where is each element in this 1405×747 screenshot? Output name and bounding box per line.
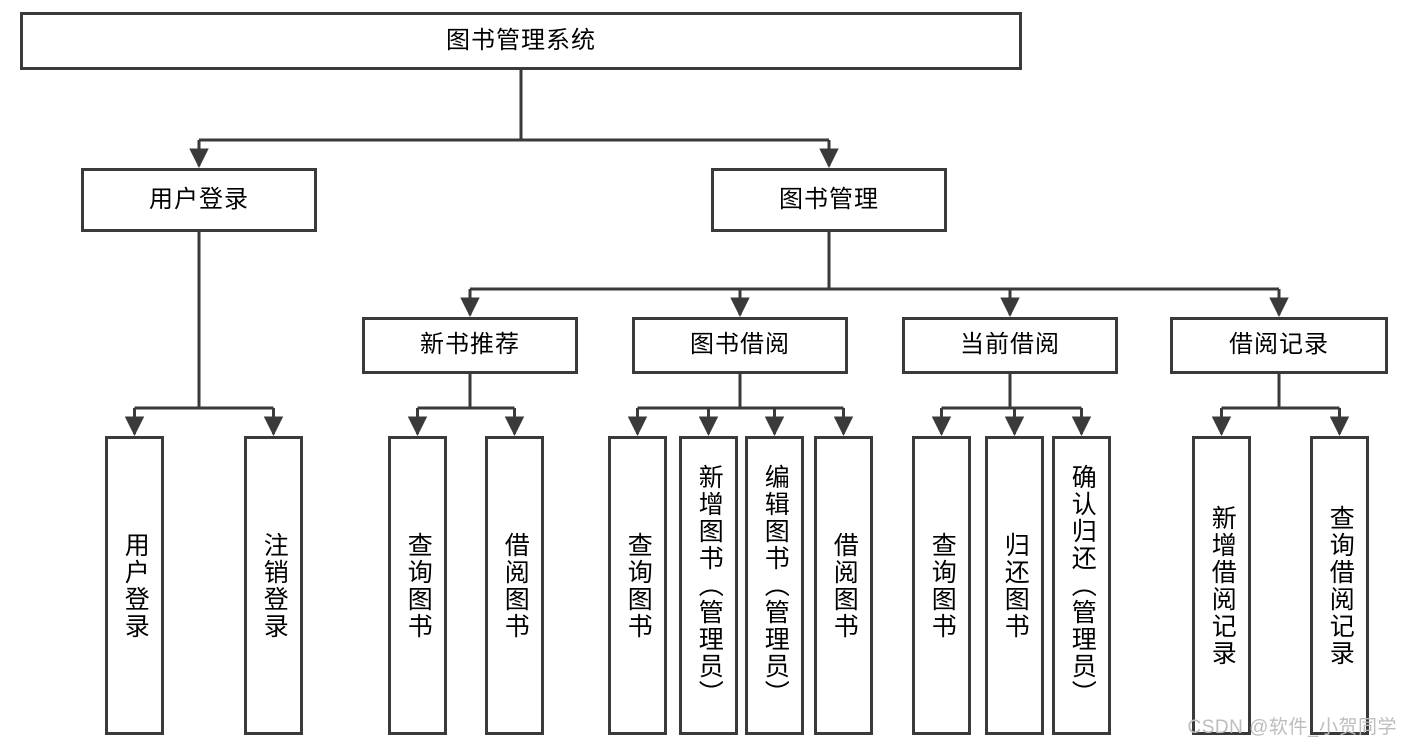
node-leaf-return-book[interactable]: 归还图书 xyxy=(985,436,1044,735)
node-borrow-record-label: 借阅记录 xyxy=(1229,331,1329,359)
node-leaf-add-book[interactable]: 新增图书（管理员） xyxy=(679,436,738,735)
node-leaf-borrow-book-1[interactable]: 借阅图书 xyxy=(485,436,544,735)
node-leaf-logout-label: 注销登录 xyxy=(260,531,289,640)
node-leaf-borrow-book-1-label: 借阅图书 xyxy=(501,531,530,640)
node-leaf-borrow-book-2[interactable]: 借阅图书 xyxy=(814,436,873,735)
node-leaf-query-book-1-label: 查询图书 xyxy=(404,531,433,640)
node-leaf-borrow-book-2-label: 借阅图书 xyxy=(830,531,859,640)
node-book-borrow-label: 图书借阅 xyxy=(690,331,790,359)
node-user-login[interactable]: 用户登录 xyxy=(81,168,317,232)
node-leaf-query-book-2[interactable]: 查询图书 xyxy=(608,436,667,735)
node-leaf-return-book-label: 归还图书 xyxy=(1001,531,1030,640)
node-root[interactable]: 图书管理系统 xyxy=(20,12,1022,70)
node-borrow-record[interactable]: 借阅记录 xyxy=(1170,317,1388,374)
node-book-manage-label: 图书管理 xyxy=(779,185,879,213)
node-leaf-edit-book-label: 编辑图书（管理员） xyxy=(761,464,790,707)
node-book-manage[interactable]: 图书管理 xyxy=(711,168,947,232)
node-leaf-query-book-2-label: 查询图书 xyxy=(624,531,653,640)
node-leaf-confirm-return[interactable]: 确认归还（管理员） xyxy=(1052,436,1111,735)
node-leaf-query-record[interactable]: 查询借阅记录 xyxy=(1310,436,1369,735)
node-new-book-recommend-label: 新书推荐 xyxy=(420,331,520,359)
node-leaf-add-record[interactable]: 新增借阅记录 xyxy=(1192,436,1251,735)
node-book-borrow[interactable]: 图书借阅 xyxy=(632,317,848,374)
node-leaf-add-record-label: 新增借阅记录 xyxy=(1208,504,1237,667)
node-leaf-query-book-1[interactable]: 查询图书 xyxy=(388,436,447,735)
node-current-borrow-label: 当前借阅 xyxy=(960,331,1060,359)
node-leaf-confirm-return-label: 确认归还（管理员） xyxy=(1068,464,1097,707)
node-current-borrow[interactable]: 当前借阅 xyxy=(902,317,1118,374)
watermark-text: CSDN @软件_小贺同学 xyxy=(1187,717,1397,738)
node-leaf-user-login-label: 用户登录 xyxy=(121,531,150,640)
node-root-label: 图书管理系统 xyxy=(446,26,596,54)
node-leaf-logout[interactable]: 注销登录 xyxy=(244,436,303,735)
node-leaf-user-login[interactable]: 用户登录 xyxy=(105,436,164,735)
node-new-book-recommend[interactable]: 新书推荐 xyxy=(362,317,578,374)
node-leaf-edit-book[interactable]: 编辑图书（管理员） xyxy=(745,436,804,735)
node-user-login-label: 用户登录 xyxy=(149,185,249,213)
node-leaf-query-book-3-label: 查询图书 xyxy=(928,531,957,640)
node-leaf-query-record-label: 查询借阅记录 xyxy=(1326,504,1355,667)
node-leaf-add-book-label: 新增图书（管理员） xyxy=(695,464,724,707)
node-leaf-query-book-3[interactable]: 查询图书 xyxy=(912,436,971,735)
